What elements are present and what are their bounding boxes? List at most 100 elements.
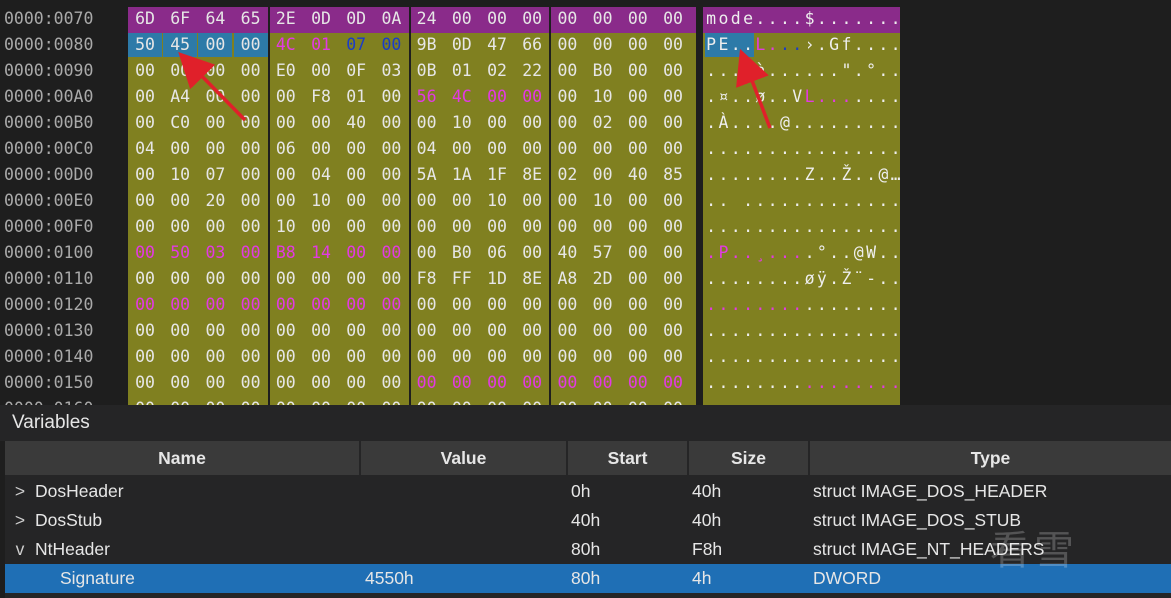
ascii-char[interactable]: . (730, 269, 741, 288)
ascii-char[interactable]: . (706, 165, 717, 184)
ascii-char[interactable]: . (767, 165, 778, 184)
ascii-char[interactable]: . (755, 269, 766, 288)
hex-byte[interactable]: 10 (487, 191, 507, 210)
hex-byte[interactable]: 10 (170, 165, 191, 184)
hex-byte[interactable]: F8 (416, 269, 437, 288)
ascii-char[interactable]: . (816, 61, 827, 80)
ascii-char[interactable]: . (853, 217, 864, 236)
hex-byte[interactable]: 04 (416, 139, 437, 158)
ascii-char[interactable]: . (878, 217, 889, 236)
hex-byte[interactable]: 00 (663, 9, 683, 28)
ascii-char[interactable]: . (841, 321, 852, 340)
chevron-right-icon[interactable]: > (14, 481, 26, 501)
ascii-char[interactable]: ø (804, 269, 815, 288)
ascii-char[interactable]: " (841, 61, 852, 80)
hex-byte[interactable]: 00 (592, 321, 613, 340)
hex-byte[interactable]: 06 (487, 243, 507, 262)
hex-byte[interactable]: 4C (451, 87, 472, 106)
hex-byte[interactable]: 00 (240, 321, 261, 340)
hex-byte[interactable]: 00 (627, 373, 648, 392)
hex-byte[interactable]: 00 (240, 347, 261, 366)
hex-byte[interactable]: 00 (592, 165, 613, 184)
hex-byte[interactable]: 00 (663, 217, 683, 236)
hex-byte[interactable]: 00 (586, 397, 620, 405)
ascii-char[interactable]: . (841, 243, 852, 262)
hex-byte[interactable]: 00 (557, 217, 578, 236)
ascii-char[interactable]: . (829, 139, 840, 158)
ascii-char[interactable]: . (828, 397, 840, 405)
ascii-char[interactable]: . (792, 321, 803, 340)
ascii-char[interactable]: . (890, 321, 901, 340)
ascii-char[interactable]: . (890, 397, 902, 405)
hex-byte[interactable]: 06 (275, 139, 296, 158)
hex-byte[interactable]: 00 (240, 373, 261, 392)
ascii-column[interactable]: ................ (703, 293, 901, 319)
hex-byte[interactable]: 00 (487, 113, 507, 132)
hex-byte[interactable]: 00 (381, 295, 402, 314)
hex-byte[interactable]: 00 (311, 373, 331, 392)
ascii-char[interactable]: . (792, 165, 803, 184)
hex-byte[interactable]: 00 (205, 113, 226, 132)
ascii-char[interactable]: . (767, 191, 778, 210)
hex-byte[interactable]: 00 (627, 61, 648, 80)
hex-byte[interactable]: 00 (416, 191, 437, 210)
ascii-char[interactable]: . (878, 113, 889, 132)
hex-byte[interactable]: 8E (522, 165, 543, 184)
ascii-column[interactable]: .. ............. (703, 189, 901, 215)
ascii-char[interactable]: o (718, 9, 729, 28)
hex-byte[interactable]: 00 (240, 191, 261, 210)
ascii-char[interactable]: . (730, 165, 741, 184)
ascii-char[interactable]: . (829, 113, 840, 132)
hex-byte[interactable]: 00 (451, 139, 472, 158)
ascii-char[interactable]: . (730, 397, 742, 405)
hex-byte[interactable]: 00 (663, 113, 683, 132)
hex-byte[interactable]: 00 (522, 321, 543, 340)
ascii-char[interactable]: . (718, 165, 729, 184)
hex-byte[interactable]: 00 (311, 321, 331, 340)
ascii-char[interactable]: . (730, 87, 741, 106)
ascii-char[interactable]: . (767, 87, 778, 106)
hex-byte[interactable]: 00 (557, 139, 578, 158)
ascii-char[interactable]: . (718, 217, 729, 236)
hex-byte[interactable]: 00 (416, 295, 437, 314)
hex-byte[interactable]: 00 (346, 347, 367, 366)
ascii-char[interactable]: ° (816, 243, 827, 262)
hex-byte[interactable]: 00 (592, 373, 613, 392)
ascii-char[interactable]: . (816, 295, 827, 314)
ascii-char[interactable]: . (792, 113, 803, 132)
ascii-char[interactable]: W (866, 243, 876, 262)
hex-byte[interactable]: 00 (135, 321, 155, 340)
ascii-char[interactable]: . (754, 397, 766, 405)
hex-byte[interactable]: 0D (346, 9, 367, 28)
ascii-char[interactable]: Ž (841, 269, 852, 288)
ascii-char[interactable]: . (779, 139, 790, 158)
ascii-char[interactable]: . (706, 217, 717, 236)
ascii-char[interactable]: . (866, 217, 876, 236)
ascii-char[interactable]: . (829, 373, 840, 392)
ascii-char[interactable]: . (804, 139, 815, 158)
hex-byte[interactable]: 00 (557, 9, 578, 28)
hex-byte[interactable]: 00 (346, 321, 367, 340)
hex-byte[interactable]: 00 (205, 87, 226, 106)
ascii-char[interactable]: . (804, 191, 815, 210)
ascii-char[interactable]: . (792, 347, 803, 366)
hex-byte[interactable]: 00 (487, 373, 507, 392)
hex-byte[interactable]: 00 (240, 61, 261, 80)
ascii-char[interactable]: ¤ (718, 87, 729, 106)
ascii-char[interactable]: . (890, 243, 901, 262)
hex-byte[interactable]: 01 (346, 87, 367, 106)
ascii-char[interactable]: L (804, 87, 815, 106)
ascii-char[interactable]: . (878, 243, 889, 262)
hex-byte[interactable]: 02 (592, 113, 613, 132)
ascii-char[interactable]: . (841, 9, 852, 28)
hex-byte[interactable]: 00 (522, 347, 543, 366)
hex-byte[interactable]: 00 (135, 113, 155, 132)
ascii-char[interactable]: . (804, 113, 815, 132)
hex-byte[interactable]: 00 (269, 397, 303, 405)
ascii-char[interactable]: P (718, 243, 729, 262)
hex-byte[interactable]: 00 (451, 347, 472, 366)
